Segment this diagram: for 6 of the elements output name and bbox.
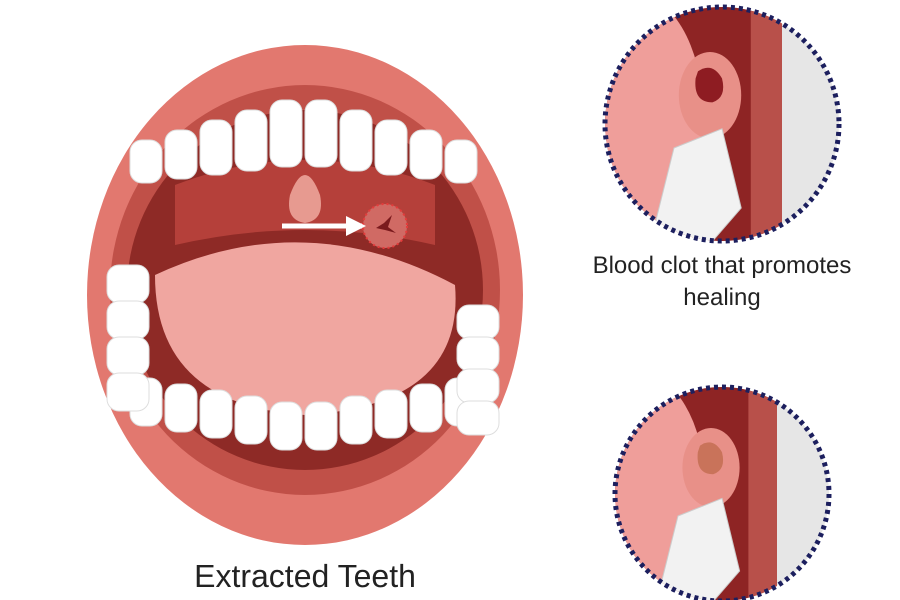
extraction-socket-circle [362, 203, 408, 249]
caption: Extracted Teeth [193, 558, 417, 595]
blood-clot-inset-drawing [602, 4, 842, 244]
inset-caption: Blood clot that promotes healing [592, 251, 852, 313]
healing-socket-inset-drawing [612, 384, 832, 600]
arrow [282, 216, 366, 236]
